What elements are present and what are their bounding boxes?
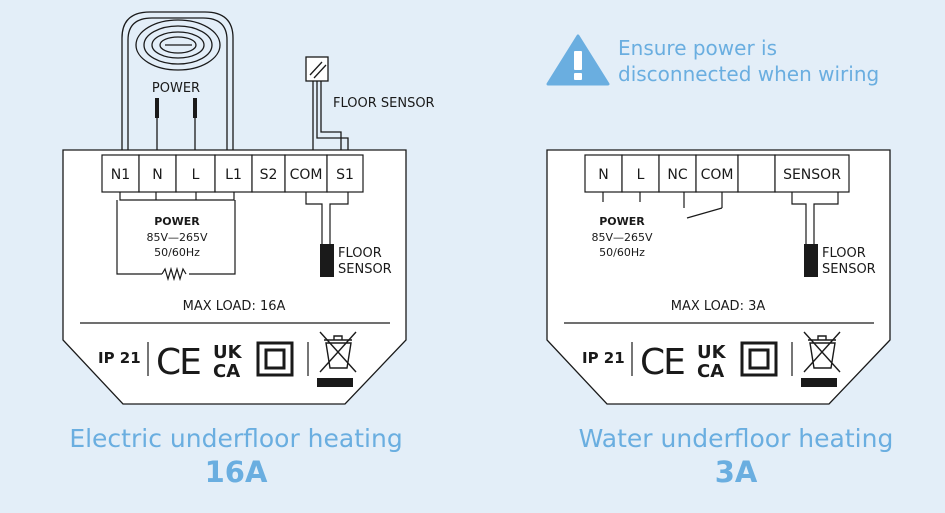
left-terminal-label: L xyxy=(192,167,200,183)
electric-max-load: MAX LOAD: 16A xyxy=(183,299,286,314)
left-terminal-label: N xyxy=(152,167,162,183)
water-frequency: 50/60Hz xyxy=(599,246,645,259)
heating-cable-icon xyxy=(121,11,234,150)
left-terminal-n1: N1 xyxy=(101,154,140,193)
electric-caption: Electric underfloor heating 16A xyxy=(26,424,446,490)
right-weee-bin-icon xyxy=(801,331,841,387)
electric-power-label: POWER xyxy=(154,215,200,228)
power-top-label: POWER xyxy=(152,81,200,96)
electric-sensor-wiring xyxy=(305,192,349,244)
electric-caption-title: Electric underfloor heating xyxy=(69,424,403,453)
water-power-label: POWER xyxy=(599,215,645,228)
relay-switch-icon xyxy=(683,192,723,219)
left-ip-rating: IP 21 xyxy=(98,349,141,367)
electric-floor-sensor-line1: FLOOR xyxy=(338,246,382,261)
right-ip-rating: IP 21 xyxy=(582,349,625,367)
electric-power-wiring xyxy=(116,192,236,282)
left-terminal-n: N xyxy=(138,154,177,193)
floor-sensor-top-label: FLOOR SENSOR xyxy=(333,96,435,111)
water-sensor-wiring xyxy=(791,192,839,244)
left-double-insulation-icon xyxy=(256,341,294,377)
warning-text: Ensure power is disconnected when wiring xyxy=(618,35,879,87)
left-terminal-label: L1 xyxy=(225,167,242,183)
left-terminal-s1: S1 xyxy=(326,154,364,193)
water-floor-sensor-icon xyxy=(804,244,818,277)
left-terminal-label: S2 xyxy=(260,167,278,183)
electric-voltage: 85V—265V xyxy=(146,231,208,244)
warning-line1: Ensure power is xyxy=(618,36,778,60)
right-ukca-top: UK xyxy=(697,342,727,363)
right-double-insulation-icon xyxy=(740,341,778,377)
right-terminal-n: N xyxy=(584,154,623,193)
water-terminal-block: N L NC COM SENSOR xyxy=(584,154,850,193)
left-ce-mark-icon: CE xyxy=(156,342,200,383)
right-terminal-label: N xyxy=(598,167,608,183)
water-floor-sensor-line1: FLOOR xyxy=(822,246,866,261)
water-thermostat-panel xyxy=(546,149,891,405)
water-caption-title: Water underfloor heating xyxy=(578,424,894,453)
left-ukca-top: UK xyxy=(213,342,243,363)
left-ukca-bottom: CA xyxy=(213,361,240,382)
water-caption: Water underfloor heating 3A xyxy=(526,424,945,490)
power-lead-wires xyxy=(155,98,197,150)
right-terminal-label: SENSOR xyxy=(783,167,841,183)
left-terminal-com: COM xyxy=(284,154,328,193)
warning-line2: disconnected when wiring xyxy=(618,62,880,86)
right-terminal-l: L xyxy=(621,154,660,193)
left-terminal-label: COM xyxy=(290,167,323,183)
electric-floor-sensor-line2: SENSOR xyxy=(338,262,392,277)
right-ukca-bottom: CA xyxy=(697,361,724,382)
water-max-load: MAX LOAD: 3A xyxy=(671,299,766,314)
water-floor-sensor-line2: SENSOR xyxy=(822,262,876,277)
right-terminal-com: COM xyxy=(695,154,739,193)
right-terminal-label: NC xyxy=(667,167,687,183)
electric-thermostat-panel xyxy=(62,149,407,405)
electric-caption-amp: 16A xyxy=(204,455,268,489)
left-terminal-l: L xyxy=(175,154,216,193)
floor-sensor-probe-icon xyxy=(305,56,349,150)
electric-terminal-block: N1 N L L1 S2 COM S1 xyxy=(101,154,364,193)
right-terminal-label: L xyxy=(637,167,645,183)
left-terminal-label: S1 xyxy=(336,167,354,183)
right-terminal-blank xyxy=(737,154,776,193)
water-caption-amp: 3A xyxy=(714,455,758,489)
water-power-wiring xyxy=(602,192,641,202)
warning-icon xyxy=(546,34,610,86)
left-weee-bin-icon xyxy=(317,331,357,387)
wiring-warning: Ensure power is disconnected when wiring xyxy=(546,34,936,88)
electric-floor-sensor-icon xyxy=(320,244,334,277)
electric-frequency: 50/60Hz xyxy=(154,246,200,259)
right-ce-mark-icon: CE xyxy=(640,342,684,383)
right-terminal-label: COM xyxy=(701,167,734,183)
water-voltage: 85V—265V xyxy=(591,231,653,244)
right-terminal-sensor: SENSOR xyxy=(774,154,850,193)
right-terminal-nc: NC xyxy=(658,154,697,193)
left-terminal-s2: S2 xyxy=(251,154,286,193)
left-terminal-label: N1 xyxy=(111,167,130,183)
